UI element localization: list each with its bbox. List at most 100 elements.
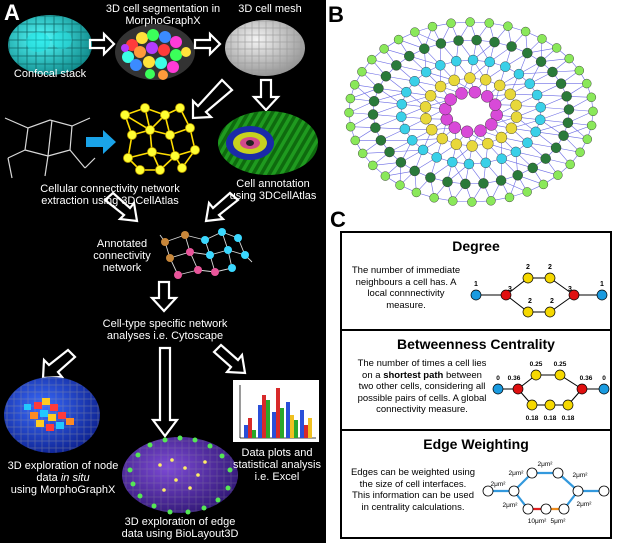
network-sphere: [455, 87, 468, 100]
betweenness-text: The number of times a cell lies on a sho…: [348, 358, 496, 416]
network-sphere: [520, 26, 531, 37]
network-sphere: [393, 34, 404, 45]
annotated-node: [161, 238, 169, 246]
betweenness-box: Betweenness Centrality The number of tim…: [340, 329, 612, 431]
edge-weighting-text-line: This information can be used: [352, 490, 474, 501]
network-node: [123, 153, 133, 163]
network-node: [127, 130, 137, 140]
arrow-network-to-annotated: [103, 191, 139, 223]
edge-node: [522, 503, 534, 515]
degree-node: [596, 289, 608, 301]
network-sphere: [510, 111, 523, 123]
network-sphere: [478, 178, 489, 189]
network-sphere: [401, 86, 412, 98]
network-sphere: [471, 34, 482, 46]
network-sphere: [373, 83, 384, 94]
betweenness-graph: 0 0.36 0.25 0.25 0.18 0.18 0.18 0.36 0: [492, 361, 610, 422]
annotated-node: [228, 264, 236, 272]
edge-node: [482, 485, 494, 497]
betweenness-text-line-4: possible pairs of cells. A global: [357, 392, 487, 404]
degree-value: 3: [568, 286, 572, 293]
network-sphere: [435, 38, 447, 49]
arrow-celltype-to-edge: [150, 346, 180, 438]
yellow-network-image: [124, 107, 196, 171]
network-sphere: [540, 153, 551, 164]
network-sphere: [527, 162, 538, 174]
betweenness-value: 0.36: [580, 375, 593, 382]
panel-b-letter: B: [328, 2, 344, 27]
network-sphere: [350, 135, 360, 146]
network-sphere: [417, 144, 429, 156]
degree-value: 2: [526, 264, 530, 271]
network-sphere: [440, 113, 453, 126]
network-node: [185, 123, 195, 133]
network-sphere: [535, 56, 547, 67]
network-sphere: [357, 148, 368, 159]
network-sphere: [562, 117, 574, 128]
network-sphere: [380, 71, 392, 82]
network-sphere: [434, 80, 447, 93]
network-sphere: [446, 18, 456, 28]
network-sphere: [420, 113, 432, 125]
network-sphere: [510, 99, 522, 111]
network-sphere: [468, 86, 482, 99]
network-sphere: [513, 68, 525, 80]
network-sphere: [561, 91, 572, 102]
network-sphere: [489, 98, 502, 111]
label-network-1: Cellular connectivity network: [40, 183, 180, 195]
network-sphere: [474, 124, 487, 137]
network-sphere: [442, 176, 453, 188]
network-sphere: [522, 187, 532, 197]
annotated-node: [218, 228, 226, 236]
edge-data-image: [122, 435, 238, 515]
annotated-node: [181, 231, 189, 239]
edge-node: [558, 503, 570, 515]
betweenness-node: [492, 383, 504, 395]
network-sphere: [538, 179, 549, 190]
edge-weight-label: 10μm²: [528, 518, 547, 525]
network-sphere: [427, 21, 438, 32]
label-plots-1: Data plots and: [241, 447, 313, 459]
network-sphere: [500, 61, 511, 72]
degree-text-line: local connnectivity: [367, 288, 445, 299]
degree-text-line: The number of immediate: [351, 265, 461, 276]
label-confocal: Confocal stack: [13, 68, 87, 80]
network-sphere: [407, 135, 418, 146]
arrow-confocal-to-segmentation: [88, 31, 116, 57]
network-sphere: [563, 104, 575, 115]
network-sphere: [484, 56, 495, 68]
network-sphere: [444, 93, 457, 106]
network-sphere: [357, 67, 367, 77]
network-sphere: [493, 79, 506, 92]
degree-node: [568, 289, 580, 301]
betweenness-value: 0.25: [554, 361, 567, 368]
edge-weight-label: 2μm²: [491, 481, 507, 488]
network-sphere: [535, 114, 546, 125]
network-sphere: [424, 90, 437, 102]
betweenness-value: 0: [496, 375, 500, 382]
edge-weight-label: 2μm²: [577, 501, 593, 508]
edge-weighting-text-line: the size of cell interfaces.: [359, 478, 467, 490]
network-node: [147, 147, 157, 157]
network-sphere: [467, 197, 477, 207]
network-sphere: [505, 122, 518, 134]
network-sphere: [426, 124, 438, 136]
network-node: [145, 125, 155, 135]
edge-node: [526, 467, 538, 479]
label-annotated-1: Annotated: [96, 238, 148, 250]
confocal-stack-image: [8, 15, 92, 75]
network-node: [177, 163, 187, 173]
network-sphere: [485, 118, 498, 131]
betweenness-text-line-5: connectivity measure.: [376, 404, 468, 415]
arrow-annotated-to-celltype: [149, 280, 179, 313]
network-node: [165, 130, 175, 140]
betweenness-node: [576, 383, 588, 395]
betweenness-node: [598, 383, 610, 395]
degree-graph: 1 3 2 2 2 2 3 1: [470, 264, 608, 318]
network-sphere: [411, 187, 422, 198]
edge-weighting-title: Edge Weighting: [423, 436, 529, 452]
label-plots-2: statistical analysis: [232, 459, 322, 471]
label-node-2: data in situ: [0, 472, 126, 485]
network-sphere: [522, 47, 533, 59]
label-celltype-1: Cell-type specific network: [102, 318, 228, 330]
